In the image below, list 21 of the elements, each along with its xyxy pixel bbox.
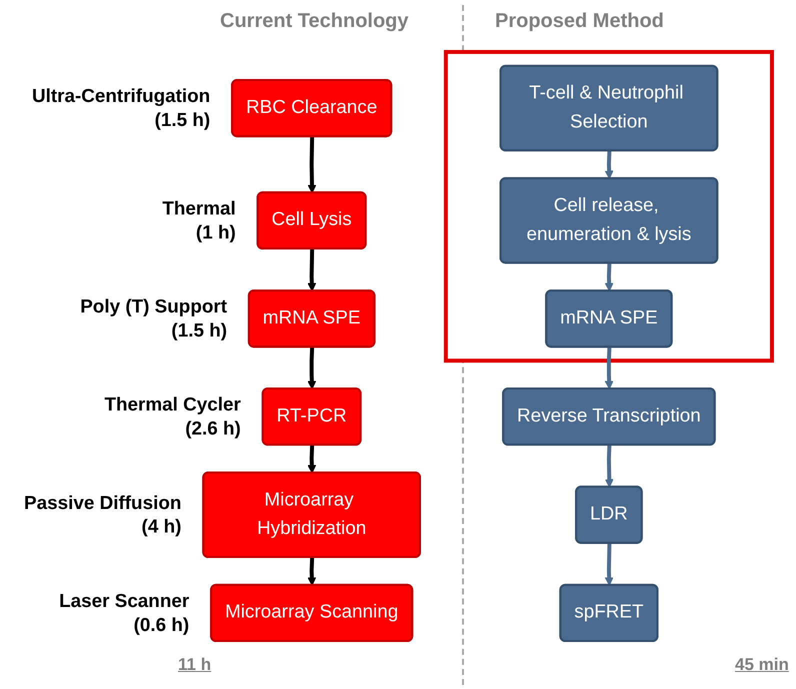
- arrow: [307, 557, 316, 586]
- arrow: [307, 249, 316, 292]
- arrow: [604, 150, 614, 180]
- arrow: [308, 136, 316, 194]
- column-header: Current Technology: [220, 10, 409, 33]
- arrow: [604, 445, 614, 488]
- arrow: [604, 347, 614, 390]
- arrow: [604, 543, 614, 586]
- arrow: [307, 445, 316, 474]
- step-method-label: Thermal Cycler (2.6 h): [104, 394, 241, 440]
- arrow: [307, 347, 316, 390]
- step-method-label: Thermal (1 h): [162, 198, 236, 244]
- total-time-label: 45 min: [735, 655, 789, 675]
- cluster: [444, 50, 774, 363]
- step-method-label: Poly (T) Support (1.5 h): [80, 296, 228, 342]
- column-header: Proposed Method: [495, 10, 664, 33]
- step-method-label: Laser Scanner (0.6 h): [59, 591, 190, 636]
- step-method-label: Ultra-Centrifugation (1.5 h): [32, 86, 210, 132]
- arrow: [604, 263, 614, 292]
- step-method-label: Passive Diffusion (4 h): [24, 492, 182, 538]
- total-time-label: 11 h: [178, 655, 212, 675]
